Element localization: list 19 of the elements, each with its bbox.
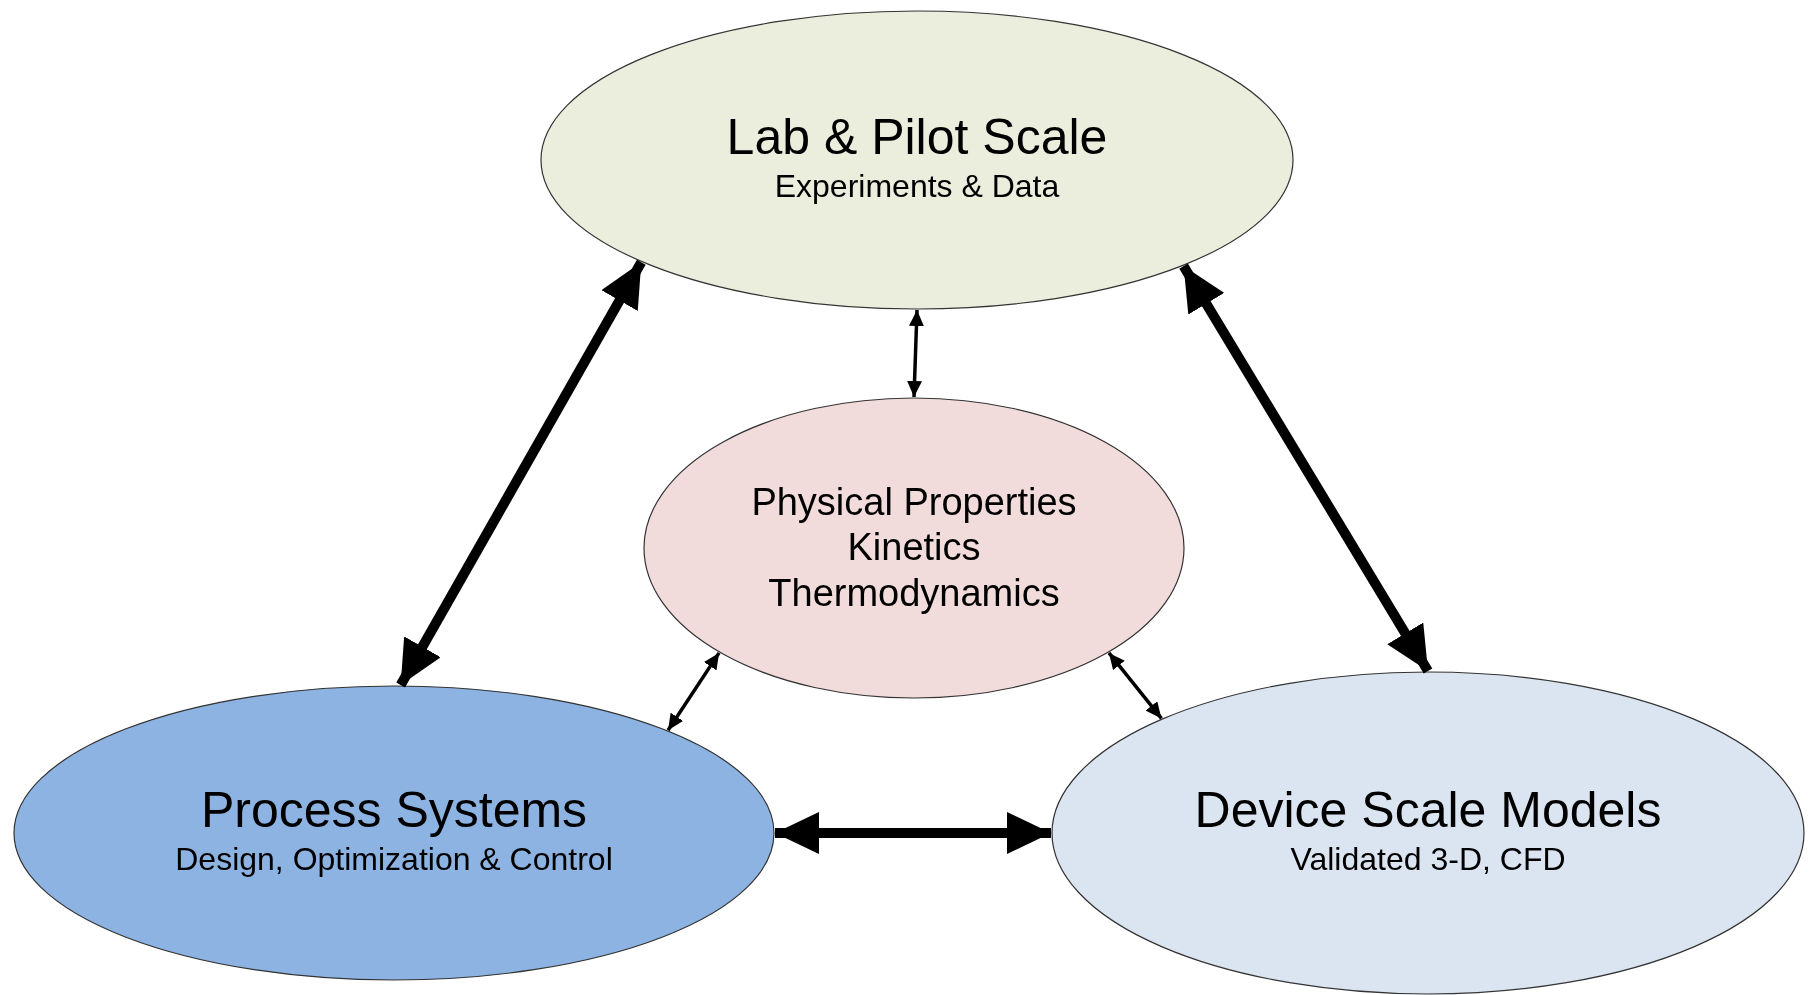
node-title: Lab & Pilot Scale (726, 107, 1108, 167)
node-text: Thermodynamics (768, 570, 1060, 616)
ellipse-node (1051, 671, 1805, 995)
double-arrow (1179, 263, 1433, 674)
double-arrow (1107, 651, 1163, 720)
double-arrow (907, 309, 924, 398)
node-title: Device Scale Models (1194, 780, 1662, 840)
ellipse-node (540, 10, 1294, 310)
node-text: Physical Properties (751, 479, 1077, 525)
node-title: Process Systems (200, 780, 588, 840)
node-subtitle: Validated 3-D, CFD (1290, 839, 1566, 879)
double-arrow (775, 812, 1051, 854)
ellipse-node (13, 685, 775, 981)
double-arrow (666, 651, 721, 732)
ellipse-node (643, 397, 1185, 699)
double-arrow (396, 259, 646, 688)
node-subtitle: Experiments & Data (774, 166, 1060, 206)
node-text: Kinetics (847, 525, 981, 571)
node-subtitle: Design, Optimization & Control (175, 839, 613, 879)
